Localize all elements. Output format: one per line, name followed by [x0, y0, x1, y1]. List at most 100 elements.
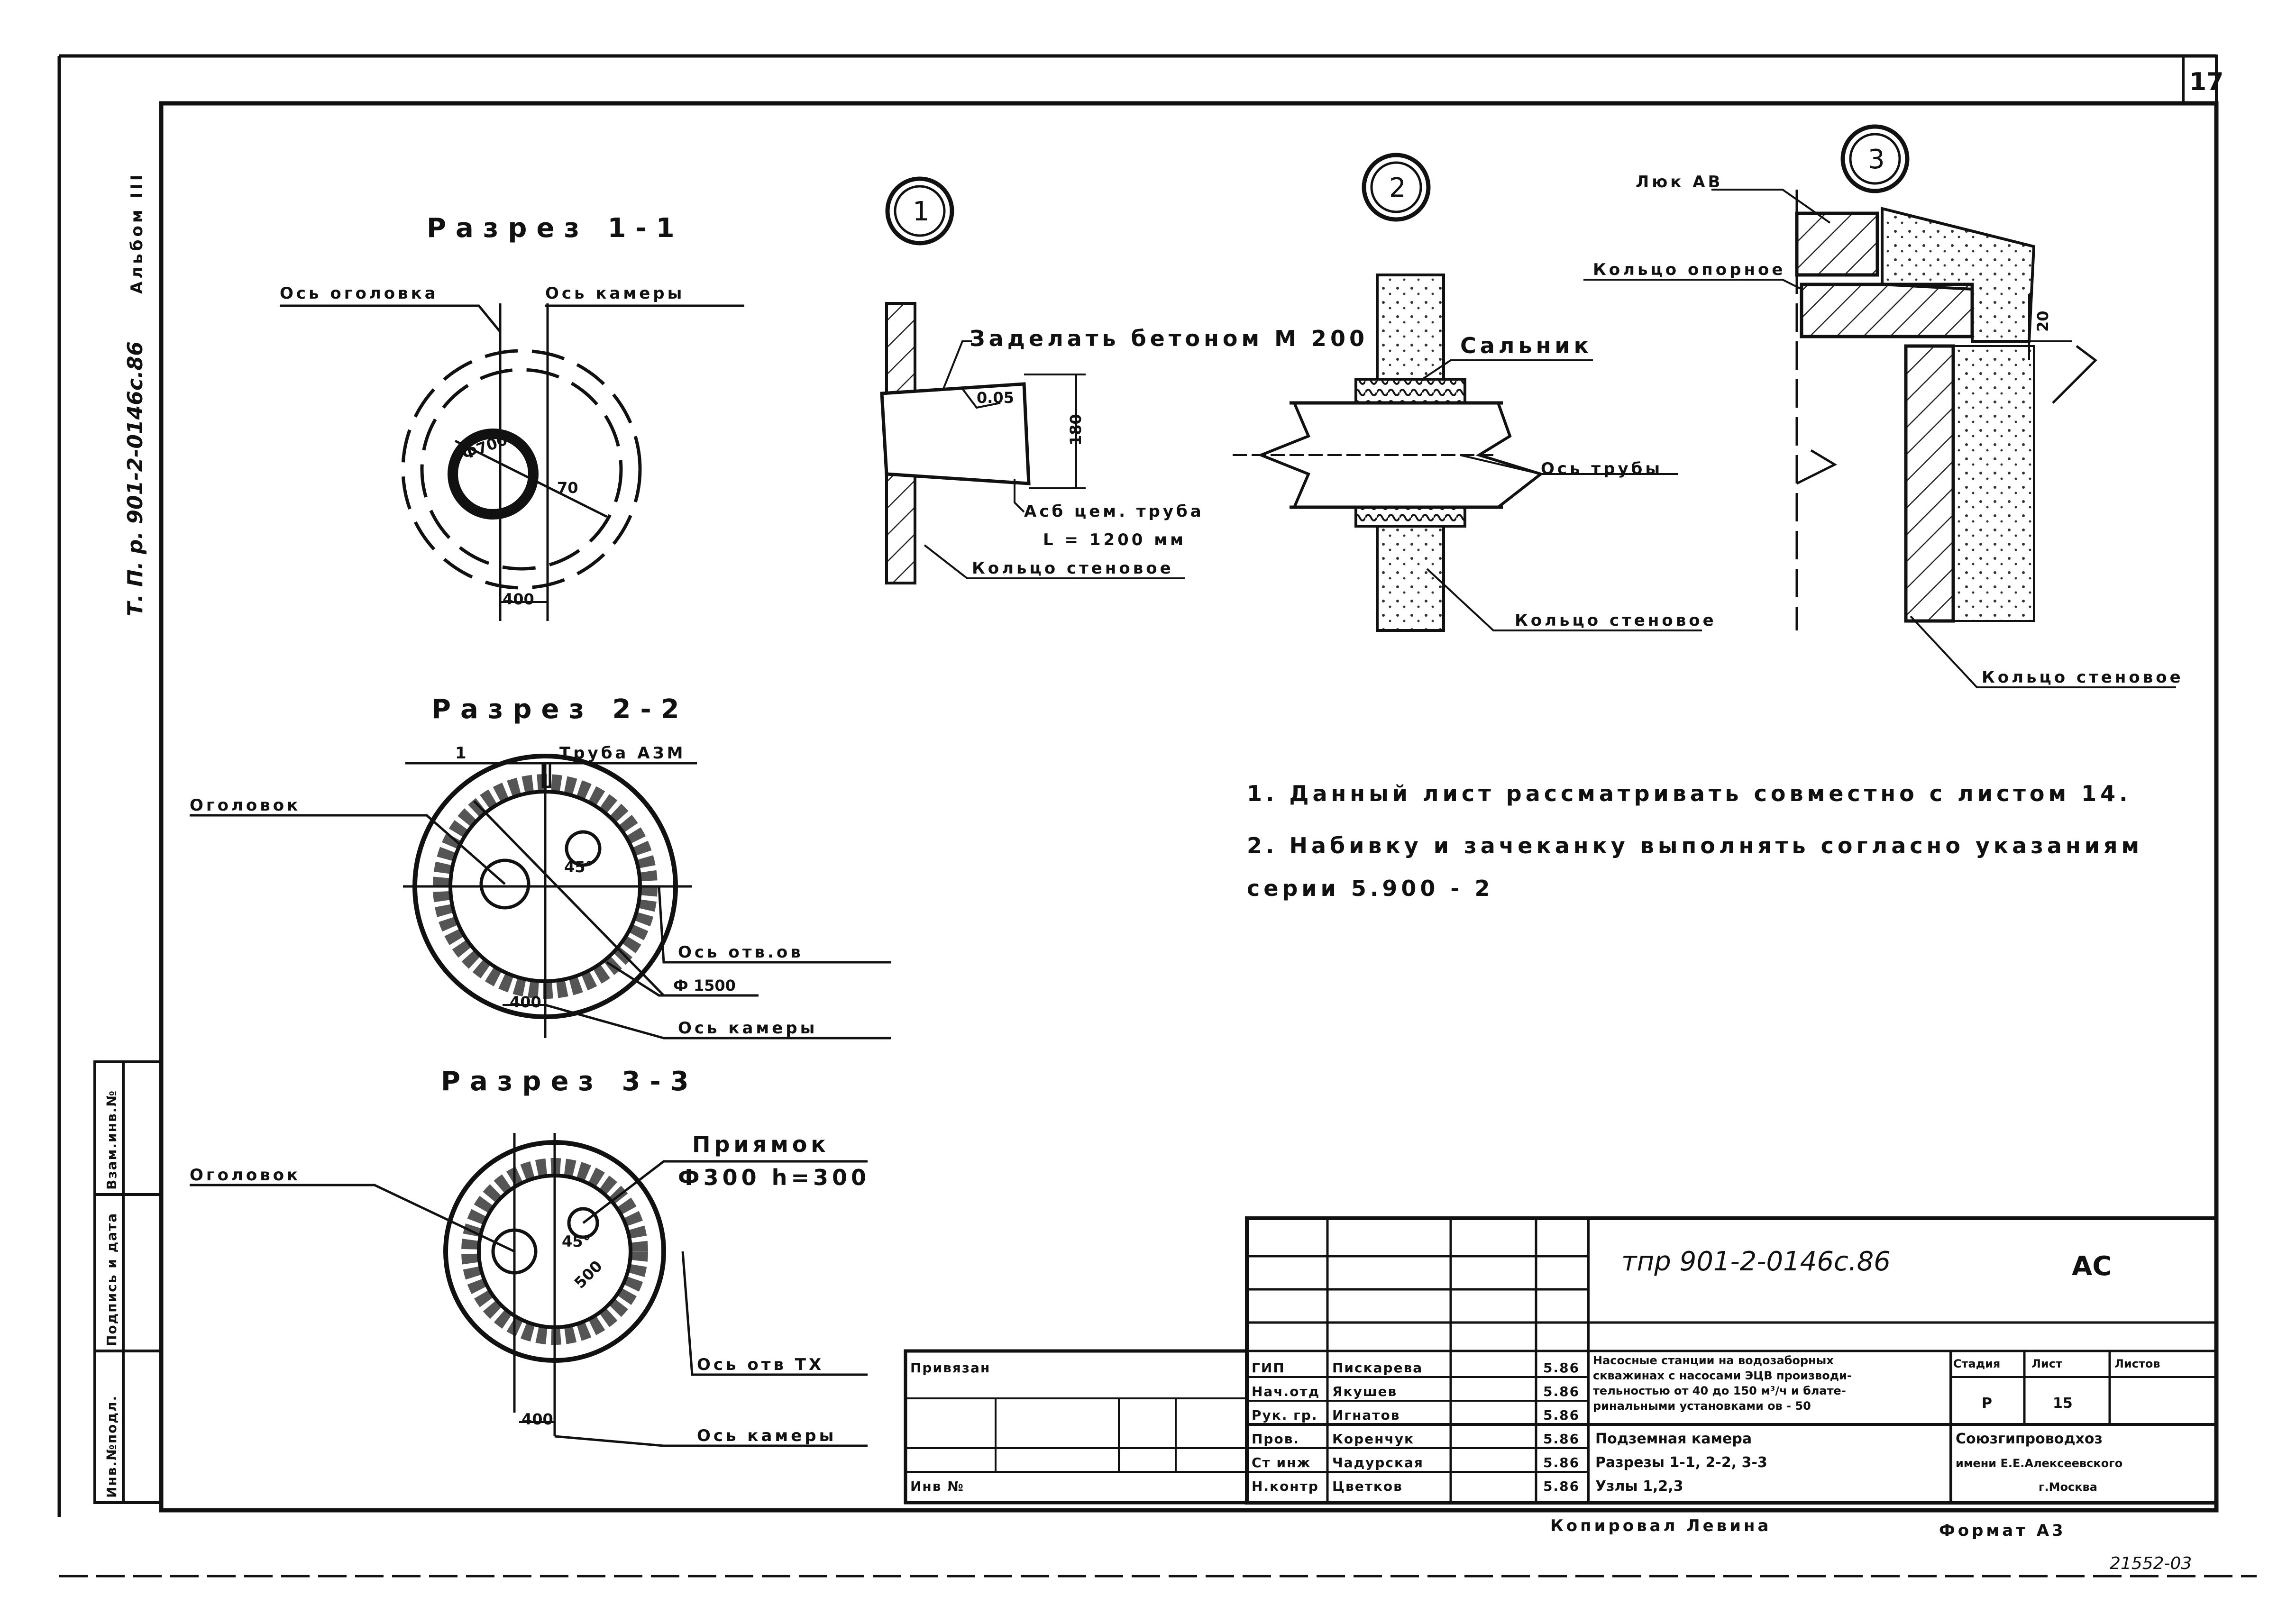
node-3: 3 Люк АВ Кольцо опорное 20 Кольцо стенов… [1583, 124, 2184, 688]
tb-privyazan: Привязан [910, 1360, 990, 1376]
section-2-title: Разрез 2-2 [431, 694, 689, 725]
tb-project-l1: Насосные станции на водозаборных [1593, 1354, 1834, 1367]
stamp-col3: Взам.инв.№ [104, 1090, 119, 1190]
s2-diameter: Ф 1500 [673, 976, 736, 994]
node2-wall-ring: Кольцо стеновое [1515, 611, 1717, 630]
node2-pipe-axis: Ось трубы [1541, 459, 1663, 478]
s3-hole-axis: Ось отв ТХ [697, 1355, 824, 1374]
s2-one: 1 [455, 744, 469, 763]
s3-r: 500 [571, 1257, 606, 1292]
section-3-3: Разрез 3-3 Оголовок Приямок Ф300 h=300 4… [190, 1066, 870, 1447]
date-4: 5.86 [1543, 1455, 1580, 1470]
tb-code: тпр 901-2-0146с.86 [1621, 1246, 1891, 1277]
name-3: Коренчук [1332, 1431, 1414, 1447]
sheet-frame [57, 54, 2257, 1578]
node-1: 1 Заделать бетоном М 200 0.05 180 Асб це… [880, 176, 1368, 584]
s3-head: Оголовок [190, 1166, 301, 1185]
node1-height: 180 [1067, 414, 1085, 446]
name-2: Игнатов [1332, 1407, 1400, 1423]
s1-dim: 400 [503, 590, 534, 608]
node1-slope: 0.05 [977, 389, 1014, 407]
note-2: 2. Набивку и зачеканку выполнять согласн… [1247, 833, 2143, 858]
tb-lists-h: Листов [2114, 1357, 2160, 1370]
node-2: 2 Сальник Ось трубы Кольцо стеновое [1233, 153, 1717, 632]
note-1: 1. Данный лист рассматривать совместно с… [1247, 781, 2131, 806]
tb-mark: АС [2072, 1251, 2112, 1282]
s1-chamber-axis: Ось камеры [545, 284, 685, 303]
s1-head-axis: Ось оголовка [280, 284, 439, 303]
footer-copied: Копировал Левина [1550, 1516, 1771, 1535]
tb-org-l2: имени Е.Е.Алексеевского [1956, 1457, 2122, 1470]
tb-org-l3: г.Москва [2039, 1480, 2097, 1494]
s3-dim: 400 [521, 1410, 553, 1428]
node2-gland: Сальник [1460, 333, 1592, 358]
role-0: ГИП [1252, 1360, 1285, 1376]
s2-hole-axis: Ось отв.ов [678, 943, 804, 962]
date-5: 5.86 [1543, 1478, 1580, 1494]
name-0: Пискарева [1332, 1360, 1423, 1376]
node1-fill-label: Заделать бетоном М 200 [970, 326, 1368, 351]
role-4: Ст инж [1252, 1455, 1311, 1470]
node3-gap: 20 [2034, 310, 2052, 332]
node3-wall-ring: Кольцо стеновое [1982, 668, 2184, 687]
section-1-title: Разрез 1-1 [427, 213, 684, 244]
name-4: Чадурская [1332, 1455, 1424, 1470]
node1-wall-ring: Кольцо стеновое [972, 559, 1174, 578]
role-5: Н.контр [1252, 1478, 1319, 1494]
section-1-1: Разрез 1-1 Ось оголовка Ось камеры Ф700 … [280, 213, 744, 621]
s3-angle: 45° [562, 1232, 591, 1250]
tb-sheet-l3: Узлы 1,2,3 [1595, 1478, 1683, 1495]
date-1: 5.86 [1543, 1384, 1580, 1399]
role-2: Рук. гр. [1252, 1407, 1317, 1423]
title-block-text: Привязан Инв № тпр 901-2-0146с.86 АС ГИП… [910, 1246, 2160, 1495]
tb-org-l1: Союзгипроводхоз [1956, 1431, 2103, 1447]
tb-project-l3: тельностью от 40 до 150 м³/ч и блате- [1593, 1384, 1846, 1397]
s3-pit: Приямок [692, 1131, 830, 1157]
tb-project-l2: скважинах с насосами ЭЦВ производи- [1593, 1369, 1852, 1382]
footer-number: 21552-03 [2110, 1554, 2192, 1573]
tb-stage: Р [1982, 1395, 1992, 1412]
stamp-col1: Инв.№подл. [104, 1395, 119, 1498]
node2-marker: 2 [1389, 173, 1406, 203]
note-3: серии 5.900 - 2 [1247, 876, 1494, 901]
s3-pit-size: Ф300 h=300 [678, 1165, 870, 1190]
tb-stage-h: Стадия [1953, 1357, 2000, 1370]
notes: 1. Данный лист рассматривать совместно с… [1247, 781, 2143, 901]
date-2: 5.86 [1543, 1407, 1580, 1423]
s2-angle: 45° [564, 858, 593, 876]
date-0: 5.86 [1543, 1360, 1580, 1376]
s2-pipe-label: Труба АЗМ [559, 744, 686, 763]
role-1: Нач.отд [1252, 1384, 1320, 1399]
date-3: 5.86 [1543, 1431, 1580, 1447]
s3-chamber-axis: Ось камеры [697, 1426, 836, 1445]
series-side-text: Т. П. р. 901-2-0146с.86 [123, 341, 147, 616]
stamp-col2: Подпись и дата [104, 1213, 119, 1346]
s2-head: Оголовок [190, 796, 301, 815]
footer-format: Формат А3 [1939, 1521, 2066, 1540]
tb-sheet-l1: Подземная камера [1595, 1431, 1752, 1447]
node3-marker: 3 [1868, 144, 1885, 175]
node1-marker: 1 [913, 196, 930, 227]
name-5: Цветков [1332, 1478, 1403, 1494]
section-3-title: Разрез 3-3 [441, 1066, 698, 1097]
title-block [904, 1216, 2218, 1505]
tb-list-h: Лист [2031, 1357, 2062, 1370]
tb-inv: Инв № [910, 1478, 964, 1494]
node3-hatch: Люк АВ [1636, 173, 1723, 192]
s2-chamber-axis: Ось камеры [678, 1019, 817, 1038]
role-3: Пров. [1252, 1431, 1299, 1447]
s1-angle: 70 [557, 479, 578, 497]
node1-pipe: Асб цем. труба [1024, 502, 1204, 521]
left-stamp: Инв.№подл. Подпись и дата Взам.инв.№ [93, 1060, 163, 1504]
node3-support-ring: Кольцо опорное [1593, 260, 1785, 279]
s2-dim: 400 [510, 993, 541, 1011]
name-1: Якушев [1332, 1384, 1397, 1399]
node1-pipe-len: L = 1200 мм [1043, 530, 1186, 549]
tb-list: 15 [2053, 1395, 2073, 1412]
section-2-2: Разрез 2-2 1 Труба АЗМ Оголовок 45° Ось … [190, 694, 891, 1040]
page-number: 17 [2189, 68, 2223, 96]
album-side-text: Альбом III [128, 172, 146, 294]
tb-sheet-l2: Разрезы 1-1, 2-2, 3-3 [1595, 1454, 1767, 1471]
tb-project-l4: ринальными установками ов - 50 [1593, 1399, 1811, 1413]
